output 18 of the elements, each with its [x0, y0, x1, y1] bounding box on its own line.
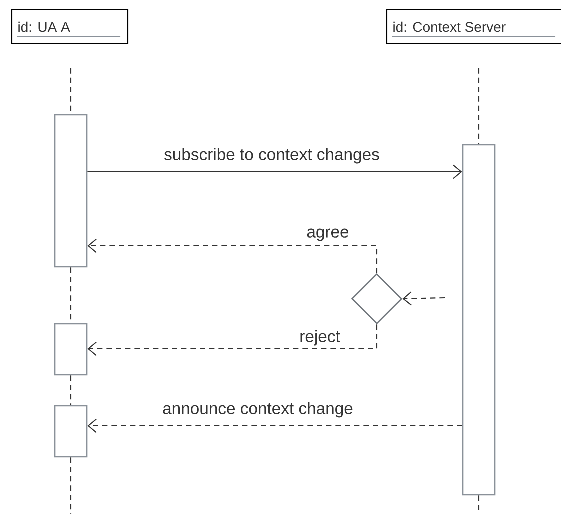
- activation-bar: [54, 405, 88, 458]
- edge-label: reject: [298, 328, 342, 348]
- lifeline: [70, 458, 72, 514]
- lifeline-header: id: Context Server: [386, 9, 561, 45]
- edge-label: announce context change: [161, 400, 355, 420]
- lifeline-header: id: UA A: [11, 9, 129, 45]
- edge-label: agree: [305, 227, 351, 243]
- message-arrow: [88, 238, 378, 274]
- message-arrow: [88, 418, 462, 434]
- lifeline: [478, 68, 480, 144]
- message-arrow: [88, 164, 462, 180]
- lifeline: [70, 376, 72, 406]
- activation-bar: [462, 144, 496, 496]
- arrow: [402, 292, 446, 306]
- message-arrow: [88, 324, 378, 356]
- activation-bar: [54, 323, 88, 376]
- edge-label: subscribe to context changes: [162, 146, 382, 166]
- activation-bar: [54, 114, 88, 268]
